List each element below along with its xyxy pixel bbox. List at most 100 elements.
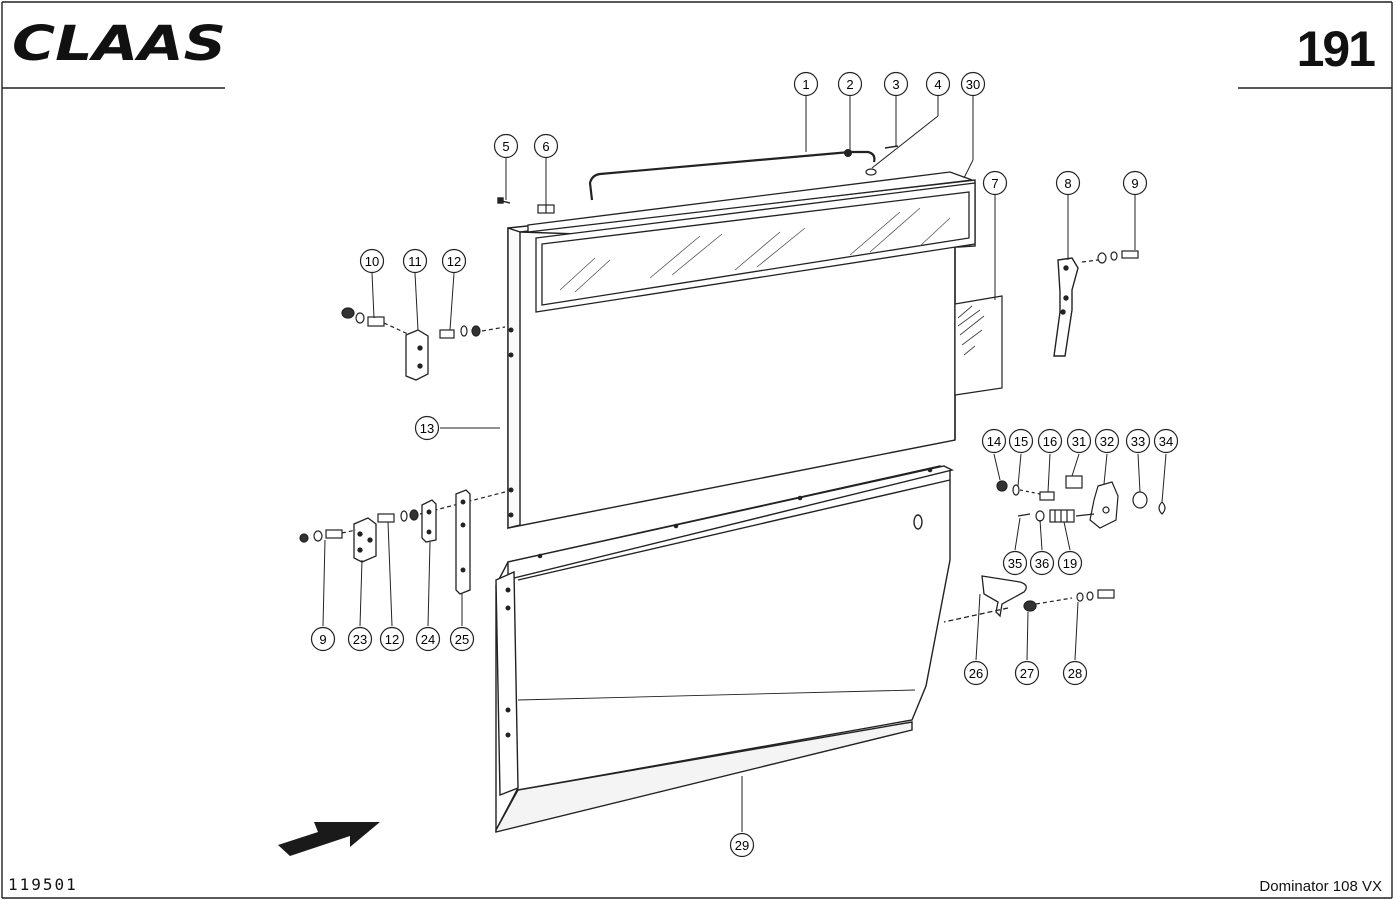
callout-circle	[1153, 428, 1179, 454]
callout-29: 29	[729, 832, 755, 858]
callout-25: 25	[449, 626, 475, 652]
callout-9: 9	[310, 626, 336, 652]
callout-label: 35	[1008, 556, 1022, 571]
hinge-11	[405, 329, 429, 381]
callout-9: 9	[1122, 170, 1148, 196]
callout-label: 27	[1020, 666, 1034, 681]
callout-15: 15	[1008, 428, 1034, 454]
callout-4: 4	[925, 71, 951, 97]
callout-label: 3	[892, 77, 899, 92]
callout-23: 23	[347, 626, 373, 652]
callout-label: 9	[319, 632, 326, 647]
callout-label: 36	[1035, 556, 1049, 571]
callout-6: 6	[533, 133, 559, 159]
callout-circle	[982, 170, 1008, 196]
washer-4	[865, 168, 877, 176]
callout-label: 23	[353, 632, 367, 647]
callout-30: 30	[960, 71, 986, 97]
callout-circle	[379, 626, 405, 652]
callout-circle	[533, 133, 559, 159]
callout-circle	[1037, 428, 1063, 454]
callout-circle	[1066, 428, 1092, 454]
callout-circle	[493, 133, 519, 159]
callout-label: 15	[1014, 434, 1028, 449]
strip-25	[455, 489, 471, 595]
callout-label: 26	[969, 666, 983, 681]
callout-circle	[963, 660, 989, 686]
callout-label: 34	[1159, 434, 1173, 449]
callout-circle	[729, 832, 755, 858]
leader-lines	[322, 96, 1167, 832]
callout-circle	[402, 248, 428, 274]
window-glass	[535, 182, 976, 313]
callout-19: 19	[1057, 550, 1083, 576]
callout-label: 1	[802, 77, 809, 92]
callout-label: 4	[934, 77, 941, 92]
callout-label: 8	[1064, 176, 1071, 191]
lower-door-panel	[495, 465, 955, 833]
callout-16: 16	[1037, 428, 1063, 454]
callout-33: 33	[1125, 428, 1151, 454]
callout-11: 11	[402, 248, 428, 274]
callout-circle	[1062, 660, 1088, 686]
callout-circle	[883, 71, 909, 97]
callout-label: 12	[447, 254, 461, 269]
bolt-9-right	[1081, 250, 1139, 264]
callout-label: 6	[542, 139, 549, 154]
lock-assembly	[996, 475, 1166, 529]
small-screw-3	[884, 145, 899, 149]
callout-label: 5	[502, 139, 509, 154]
callout-circle	[449, 626, 475, 652]
callout-label: 19	[1063, 556, 1077, 571]
callout-35: 35	[1002, 550, 1028, 576]
callout-label: 24	[421, 632, 435, 647]
top-strip	[527, 171, 973, 233]
callout-12: 12	[379, 626, 405, 652]
glass-pane	[954, 295, 1003, 396]
callout-12: 12	[441, 248, 467, 274]
callout-label: 28	[1068, 666, 1082, 681]
callout-circle	[1125, 428, 1151, 454]
travel-direction-arrow-icon	[278, 822, 380, 856]
callout-26: 26	[963, 660, 989, 686]
brand-name: CLAAS	[12, 18, 226, 68]
callout-label: 16	[1043, 434, 1057, 449]
callout-34: 34	[1153, 428, 1179, 454]
latch-26	[943, 575, 1027, 623]
callout-label: 31	[1072, 434, 1086, 449]
callout-10: 10	[359, 248, 385, 274]
callout-label: 11	[408, 254, 422, 269]
callout-label: 7	[991, 176, 998, 191]
callout-circle	[310, 626, 336, 652]
callout-1: 1	[793, 71, 819, 97]
callout-3: 3	[883, 71, 909, 97]
callout-label: 29	[735, 838, 749, 853]
callout-label: 10	[365, 254, 379, 269]
hinge-11-fasteners	[341, 307, 506, 339]
callout-circle	[1122, 170, 1148, 196]
callout-label: 9	[1131, 176, 1138, 191]
drawing-number: 119501	[8, 875, 78, 894]
callout-circle	[960, 71, 986, 97]
latch-fasteners	[1023, 589, 1115, 612]
handle-rail	[588, 150, 876, 201]
model-name: Dominator 108 VX	[1259, 878, 1382, 895]
hinge-23	[353, 517, 377, 563]
callout-label: 13	[420, 421, 434, 436]
callout-circle	[359, 248, 385, 274]
callout-circle	[925, 71, 951, 97]
page-number: 191	[1296, 21, 1376, 77]
hinge-23-fasteners	[299, 491, 506, 543]
callout-label: 12	[385, 632, 399, 647]
callout-label: 32	[1100, 434, 1114, 449]
screw-5	[497, 197, 511, 204]
callout-circle	[1002, 550, 1028, 576]
callout-circle	[415, 626, 441, 652]
callout-circle	[414, 415, 440, 441]
callout-circle	[981, 428, 1007, 454]
callout-circle	[1057, 550, 1083, 576]
callout-circle	[1014, 660, 1040, 686]
callout-label: 33	[1131, 434, 1145, 449]
